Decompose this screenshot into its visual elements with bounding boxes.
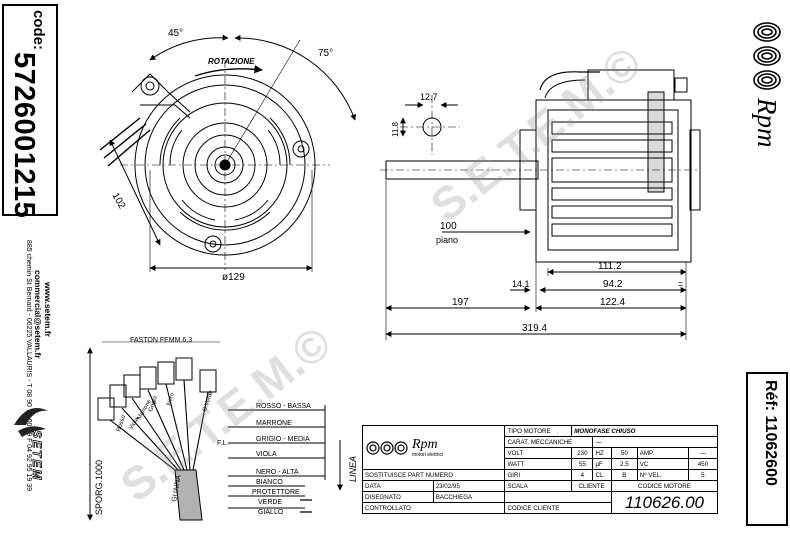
angle-45-label: 45° [168,28,183,39]
shaft-flat-label: 11.8 [391,121,400,137]
website-link[interactable]: www.setem.fr [43,282,53,337]
shaft-width-label: 12.7 [420,92,438,102]
carat-label: CARAT. MECCANICHE [504,436,594,448]
wire-name-rosso: Rosso [116,414,127,433]
dim-102-label: 102 [109,191,127,211]
rpm-brand-text: Rpm [752,98,782,148]
fl-label: F.L. [217,440,228,447]
wire-name-grigio: Grigio [148,395,159,413]
dim-122-4-label: 122.4 [600,297,625,308]
code-number: 5726001215 [8,52,40,219]
nvel-value: 5 [687,469,719,481]
title-block-brand: Rpm [412,436,438,452]
title-block-logo-cell: Rpm motori elettrici [361,425,506,470]
left-info-panel: code: 5726001215 www.setem.fr commercial… [0,0,58,541]
dim-197-label: 197 [452,297,469,308]
faston-label: FASTON FEMM.6.3 [130,337,192,344]
wire-label-protettore: PROTETTORE [252,489,300,496]
wire-label-rosso-bassa: ROSSO - BASSA [256,403,311,410]
controllato-label: CONTROLLATO [361,502,506,514]
watt-value: 55 [571,458,594,470]
technical-drawing: 45° 75° ROTAZIONE 102 ø129 [87,28,701,521]
hz-value: 50 [610,447,638,459]
code-box [2,4,58,216]
cliente-label: CLIENTE [571,480,612,492]
title-block-brand-sub: motori elettrici [412,451,444,458]
guaina-label: GUAINA [171,474,183,502]
title-block-table: Rpm motori elettrici TIPO MOTORE MONOFAS… [361,425,719,514]
motor-code-value: 110626.00 [610,491,719,514]
amp-label: AMP. [636,447,689,459]
rpm-coil-logo-icon [753,22,781,90]
rotation-label: ROTAZIONE [208,57,255,66]
piano-label: piano [436,235,458,245]
code-label: code: [30,10,47,51]
codice-cliente-label: CODICE CLIENTE [504,502,612,514]
uf-label: µF [592,458,612,470]
disegnato-value: BACCHIEGA [432,491,506,503]
wire-label-bianco: BIANCO [256,479,283,486]
data-label: DATA [362,480,434,492]
cl-label: CL. [592,469,612,481]
dim-129-label: ø129 [222,272,245,283]
email-link[interactable]: commercial@setem.fr [33,270,43,359]
wire-label-giallo: GIALLO [258,509,284,516]
wire-label-grigio-media: GRIGIO - MEDIA [256,436,310,443]
vc-label: VC [636,458,689,470]
dim-94-2-label: 94.2 [603,279,623,290]
dim-100-label: 100 [440,221,457,232]
tipo-motore-value: MONOFASE CHIUSO [571,425,718,437]
right-info-panel: Rpm Réf: 11062600 [742,0,790,541]
linea-label: LINEA [348,456,358,482]
watt-label: WATT [504,458,573,470]
wire-label-verde: VERDE [258,499,282,506]
scala-label: SCALA [504,480,573,492]
volt-label: VOLT [504,447,573,459]
angle-75-label: 75° [318,48,333,59]
setem-logo-text: SETEM [30,430,45,482]
data-value: 23/02/95 [432,480,506,492]
setem-swirl-icon [14,408,48,437]
cl-value: B [610,469,638,481]
dim-111-2-label: 111.2 [598,261,622,272]
disegnato-label: DISEGNATO [362,491,434,503]
nvel-label: Nº VEL. [636,469,689,481]
ref-number: Réf: 11062600 [762,380,779,486]
codice-motore-label: CODICE MOTORE [610,480,719,492]
dim-319-4-label: 319.4 [522,323,547,334]
carat-value: — [592,436,718,448]
eq-sign: = [678,279,683,289]
motor-front-view [99,34,356,272]
motor-side-view [380,69,701,340]
wire-name-nero: Nero [166,392,176,407]
vc-value: 450 [687,458,719,470]
tipo-motore-label: TIPO MOTORE [504,425,573,437]
wire-label-marrone: MARRONE [256,420,292,427]
hz-label: HZ [592,447,612,459]
dim-14-1-label: 14.1 [512,279,530,289]
wire-label-viola: VIOLA [256,451,277,458]
volt-value: 230 [571,447,594,459]
giri-label: GIRI [504,469,573,481]
poli-value: 4 [571,469,594,481]
rpm-coil-small-icon [366,440,408,455]
uf-value: 2.5 [610,458,638,470]
amp-value: — [687,447,719,459]
wire-label-nero-alta: NERO - ALTA [256,469,299,476]
sporg-label: SPORG.1000 [94,460,104,515]
wiring-diagram [87,341,343,521]
ref-box [746,372,788,526]
sost-label: SOSTITUISCE PART NUMERO [361,469,506,481]
